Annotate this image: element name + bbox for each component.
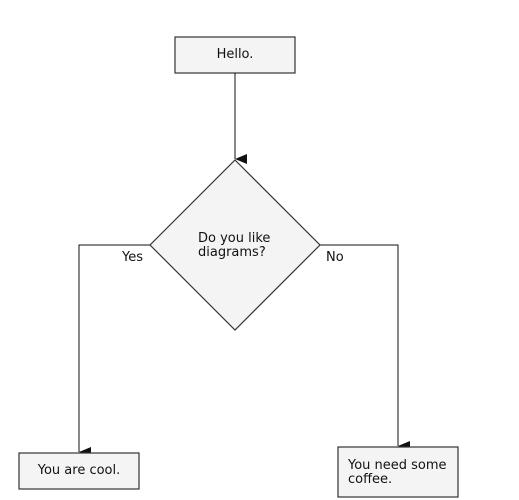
edge-decision-to-no	[320, 244, 410, 451]
decision-node	[149, 159, 321, 331]
no-result-node-label: You need some coffee.	[348, 458, 447, 487]
start-node-label: Hello.	[216, 47, 254, 62]
yes-result-node	[18, 452, 140, 490]
decision-node-label: Do you like diagrams?	[198, 231, 271, 260]
edge-decision-to-yes	[78, 244, 150, 457]
yes-result-node-label: You are cool.	[37, 463, 121, 478]
no-result-node	[337, 446, 459, 498]
no-edge-label: No	[326, 250, 344, 265]
yes-edge-label: Yes	[122, 250, 143, 265]
start-node	[174, 36, 296, 74]
